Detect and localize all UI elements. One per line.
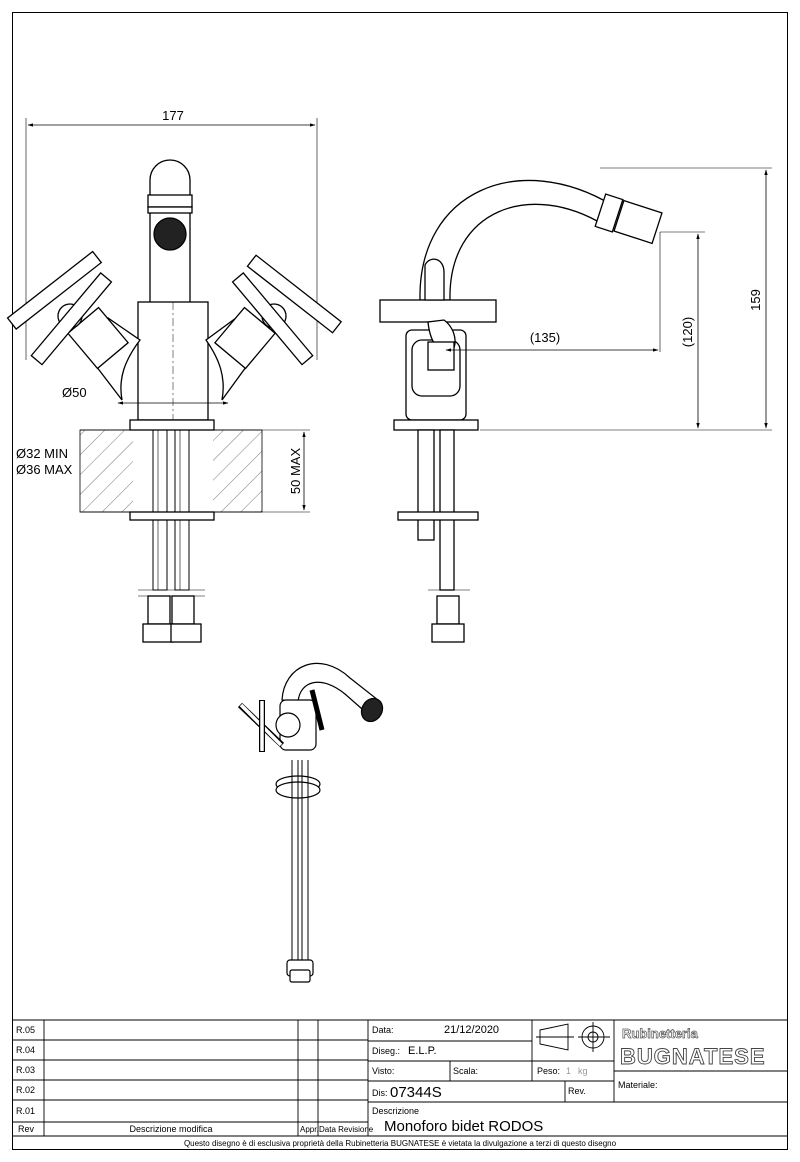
description-label: Descrizione bbox=[372, 1106, 419, 1116]
rev-r04: R.04 bbox=[16, 1045, 35, 1055]
drawing-frame bbox=[12, 12, 788, 1150]
rev-r05: R.05 bbox=[16, 1025, 35, 1035]
revision-date-header: Data Revisione bbox=[319, 1125, 374, 1134]
scale-label: Scala: bbox=[453, 1066, 478, 1076]
drawn-label: Diseg.: bbox=[372, 1046, 400, 1056]
material-label: Materiale: bbox=[618, 1080, 658, 1090]
dim-spout-reach: (135) bbox=[530, 330, 560, 345]
side-view bbox=[379, 167, 772, 643]
weight-label: Peso: bbox=[537, 1066, 560, 1076]
brand-name-line2: BUGNATESE bbox=[620, 1044, 766, 1069]
weight-value: 1 bbox=[566, 1066, 571, 1076]
front-view bbox=[6, 118, 343, 643]
drawing-label: Dis: bbox=[372, 1088, 388, 1098]
rev-r03: R.03 bbox=[16, 1065, 35, 1075]
rev-label: Rev. bbox=[568, 1086, 586, 1096]
dim-total-height: 159 bbox=[748, 289, 763, 311]
isometric-view bbox=[237, 662, 384, 983]
rev-r01: R.01 bbox=[16, 1106, 35, 1116]
rev-header: Rev bbox=[18, 1124, 35, 1134]
description-value: Monoforo bidet RODOS bbox=[384, 1118, 543, 1135]
footer-note: Questo disegno è di esclusiva proprietà … bbox=[184, 1139, 617, 1148]
date-value: 21/12/2020 bbox=[444, 1024, 499, 1036]
drawn-value: E.L.P. bbox=[408, 1045, 437, 1057]
title-block bbox=[12, 1019, 788, 1137]
drawing-number: 07344S bbox=[390, 1084, 442, 1101]
checked-label: Visto: bbox=[372, 1066, 394, 1076]
dim-base-diameter: Ø50 bbox=[62, 385, 87, 400]
dim-spout-height: (120) bbox=[680, 317, 695, 347]
modification-header: Descrizione modifica bbox=[129, 1124, 212, 1134]
dim-deck-max: 50 MAX bbox=[288, 448, 303, 495]
approval-header: Appr. bbox=[300, 1125, 319, 1134]
weight-unit: kg bbox=[578, 1066, 588, 1076]
date-label: Data: bbox=[372, 1025, 394, 1035]
brand-name-line1: Rubinetteria bbox=[622, 1026, 699, 1041]
rev-r02: R.02 bbox=[16, 1085, 35, 1095]
dim-hole-max: Ø36 MAX bbox=[16, 462, 73, 477]
dim-width-total: 177 bbox=[162, 108, 184, 123]
dim-hole-min: Ø32 MIN bbox=[16, 446, 68, 461]
